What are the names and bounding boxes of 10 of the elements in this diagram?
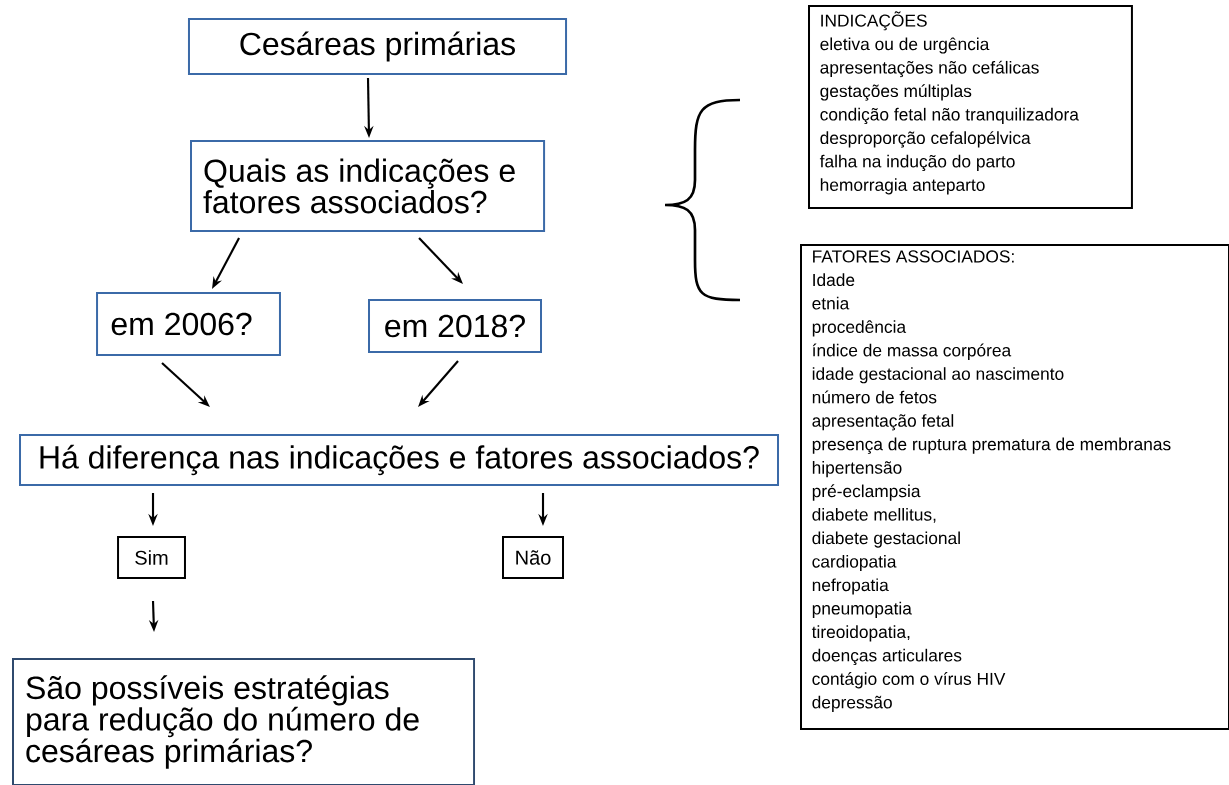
answer-box: Não xyxy=(502,535,564,580)
answer-box: Sim xyxy=(117,535,186,580)
process-box: em 2006? xyxy=(96,292,281,356)
process-box: Quais as indicações e fatores associados? xyxy=(190,140,546,232)
list-box: INDICAÇÕES eletiva ou de urgência apresentações não cefálicas gestações múltiplas condição fetal não tranquilizadora desproporção cefalopélvica falha na indução do parto hemorragia anteparto xyxy=(808,5,1133,209)
process-box: São possíveis estratégias para redução do número de cesáreas primárias? xyxy=(12,658,476,785)
list-box: FATORES ASSOCIADOS: Idade etnia procedência índice de massa corpórea idade gestacional ao nascimento número de fetos apresentação fetal presença de ruptura prematura de membranas hipertensão pré-eclampsia diabete mellitus, diabete gestacional cardiopatia nefropatia pneumopatia tireoidopatia, doenças articulares contágio com o vírus HIV depressão xyxy=(800,244,1229,730)
process-box: Há diferença nas indicações e fatores associados? xyxy=(19,434,779,486)
process-box: Cesáreas primárias xyxy=(188,18,568,75)
process-box: em 2018? xyxy=(368,299,542,353)
